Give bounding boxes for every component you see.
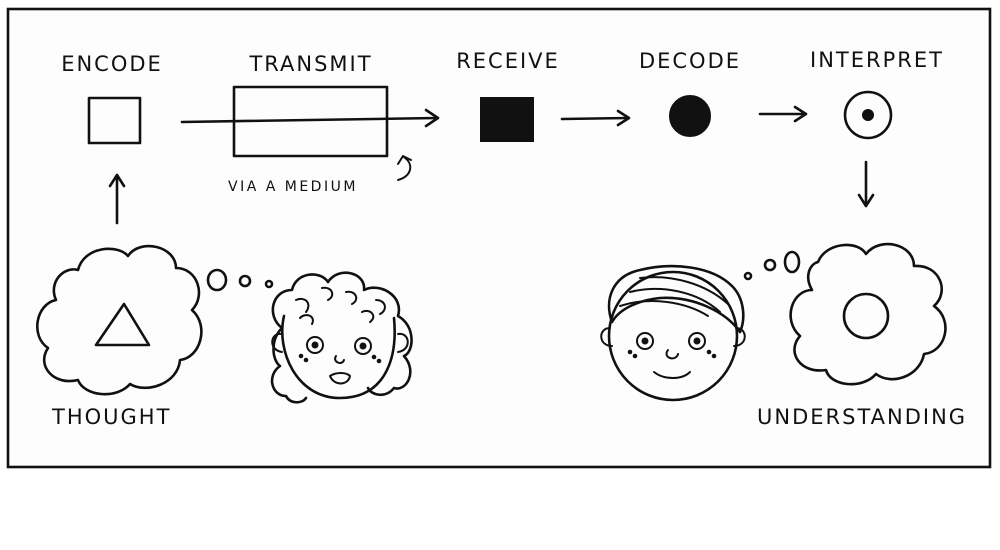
receiver-eye-left <box>636 332 654 350</box>
sender-person-icon <box>270 271 413 404</box>
step-label-encode: ENCODE <box>61 52 163 76</box>
decode-filled-circle-icon <box>669 95 711 137</box>
receive-filled-square-icon <box>480 97 534 142</box>
sender-ear-left <box>271 332 283 353</box>
thought-triangle-icon <box>94 302 151 347</box>
receiver-pupil-left <box>641 337 649 345</box>
receiver-pupil-right <box>693 337 701 345</box>
receiver-face-outline <box>607 270 739 402</box>
understanding-ring-icon <box>842 292 890 340</box>
sender-hair-curl-lines <box>295 286 386 325</box>
sender-eye-left <box>306 336 324 354</box>
understanding-label: UNDERSTANDING <box>757 405 967 429</box>
receiver-thought-bubble-small <box>743 271 753 281</box>
via-a-medium-label: VIA A MEDIUM <box>228 179 358 195</box>
sender-curly-hair <box>270 271 413 404</box>
sender-thought-bubble-small <box>264 279 274 289</box>
medium-pointer-arrow-icon <box>397 156 412 181</box>
sender-nose <box>334 355 345 364</box>
receiver-person-icon <box>600 264 746 402</box>
thought-to-encode-arrowhead <box>108 173 126 188</box>
diagram-frame <box>6 7 992 469</box>
sender-freckle-1 <box>298 353 304 359</box>
interpret-to-understanding-arrowhead <box>857 193 875 208</box>
decode-to-interpret-arrowhead <box>793 105 808 123</box>
receiver-freckle-4 <box>711 353 717 359</box>
sender-face-outline <box>281 314 396 400</box>
receiver-ear-left <box>600 327 613 347</box>
medium-pointer-arrowhead <box>397 155 412 165</box>
sender-thought-bubble-medium <box>238 274 252 288</box>
sender-thought-bubble-large <box>206 268 228 292</box>
thought-label: THOUGHT <box>51 405 171 429</box>
sender-pupil-left <box>311 341 319 349</box>
encode-empty-square-icon <box>87 96 142 145</box>
receiver-freckle-2 <box>632 353 638 359</box>
receiver-thought-bubble-medium <box>763 258 777 272</box>
receiver-freckle-3 <box>706 349 712 355</box>
sender-pupil-right <box>359 342 367 350</box>
understanding-cloud-icon <box>789 242 947 386</box>
interpret-target-dot <box>862 109 874 121</box>
receive-to-decode-arrow <box>560 116 630 121</box>
sender-freckle-3 <box>371 354 377 360</box>
sender-ear-right <box>397 332 409 353</box>
receiver-freckle-1 <box>627 349 633 355</box>
sender-eye-right <box>354 337 372 355</box>
receive-to-decode-arrowhead <box>616 109 631 127</box>
receiver-ear-right <box>733 327 746 347</box>
receiver-smile <box>653 371 691 379</box>
step-label-decode: DECODE <box>639 49 741 73</box>
receiver-hair <box>607 264 745 334</box>
sender-freckle-2 <box>303 357 309 363</box>
transmit-arrowhead-icon <box>424 108 440 128</box>
step-label-interpret: INTERPRET <box>810 48 944 72</box>
receiver-hair-strands <box>619 276 729 317</box>
receiver-eye-right <box>688 332 706 350</box>
transmit-arrow-line <box>180 116 439 124</box>
step-label-transmit: TRANSMIT <box>248 52 372 76</box>
interpret-target-circle-icon <box>843 90 893 140</box>
receiver-thought-bubble-large <box>783 250 801 274</box>
sender-freckle-4 <box>376 358 382 364</box>
thought-cloud-icon <box>36 244 203 396</box>
receiver-nose <box>665 349 679 360</box>
step-label-receive: RECEIVE <box>456 49 560 73</box>
sender-mouth-tongue <box>329 372 351 385</box>
